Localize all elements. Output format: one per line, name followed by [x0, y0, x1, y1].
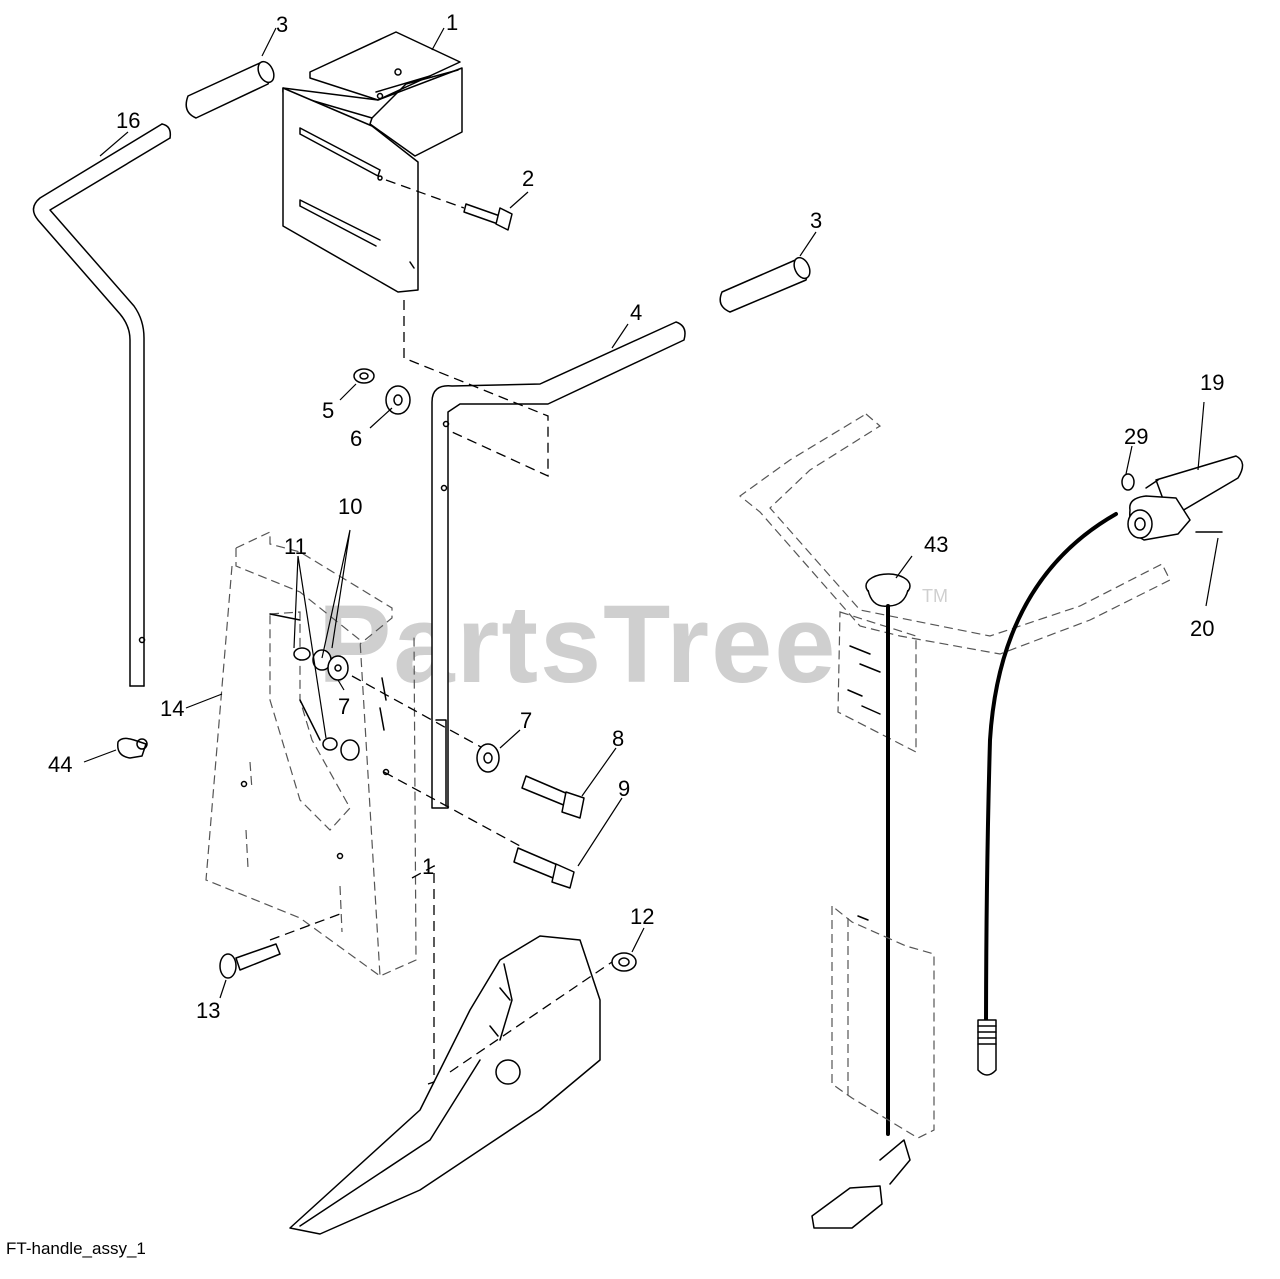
upper-bracket [282, 31, 463, 293]
bolt-2 [385, 179, 513, 231]
callout-16: 16 [116, 108, 140, 133]
callout-3b: 3 [810, 208, 822, 233]
throttle-cable [984, 512, 1118, 1042]
callout-9: 9 [618, 776, 630, 801]
assembly-line-a [351, 675, 491, 753]
assembly-line-d [411, 864, 435, 1085]
assembly-line-b [383, 771, 521, 847]
cable-end [977, 1019, 997, 1076]
callout-19: 19 [1200, 370, 1224, 395]
callout-8: 8 [612, 726, 624, 751]
bolt-13 [219, 943, 281, 979]
callout-13: 13 [196, 998, 220, 1023]
callout-10: 10 [338, 494, 362, 519]
assembly-line-c [269, 913, 341, 941]
bolt-8 [521, 775, 585, 819]
grip-right [719, 256, 811, 313]
handle-tube-16 [32, 123, 172, 687]
screw-29 [1121, 473, 1135, 491]
grip-left [185, 60, 275, 119]
knob-rod-43 [865, 573, 911, 1136]
nut-12 [611, 952, 637, 972]
callout-14: 14 [160, 696, 184, 721]
callout-2: 2 [522, 166, 534, 191]
callout-7a: 7 [338, 694, 350, 719]
callout-4: 4 [630, 300, 642, 325]
washer-7 [476, 743, 500, 773]
figure-name: FT-handle_assy_1 [6, 1239, 146, 1258]
lower-right-bracket [811, 904, 935, 1229]
handle-lever-4 [403, 300, 686, 809]
callout-12: 12 [630, 904, 654, 929]
spacer-washers [293, 647, 360, 761]
nut-5 [353, 368, 375, 384]
lower-frame [289, 935, 601, 1235]
clip-44 [117, 737, 148, 759]
bolt-9 [513, 847, 575, 889]
callout-1a: 1 [446, 10, 458, 35]
right-handle-dashed [739, 413, 1171, 753]
callout-44: 44 [48, 752, 72, 777]
callout-1b: 1 [422, 854, 434, 879]
callout-20: 20 [1190, 616, 1214, 641]
callout-11: 11 [284, 534, 307, 559]
callout-7b: 7 [520, 708, 532, 733]
assembly-line-e [449, 961, 613, 1073]
throttle-control-19 [1127, 455, 1244, 541]
washer-6 [385, 385, 411, 415]
lower-bracket-14 [205, 531, 417, 977]
callout-3a: 3 [276, 12, 288, 37]
callout-5: 5 [322, 398, 334, 423]
callout-6: 6 [350, 426, 362, 451]
callout-29: 29 [1124, 424, 1148, 449]
callout-43: 43 [924, 532, 948, 557]
watermark: PartsTree [318, 583, 837, 706]
watermark-trademark: TM [922, 586, 948, 606]
